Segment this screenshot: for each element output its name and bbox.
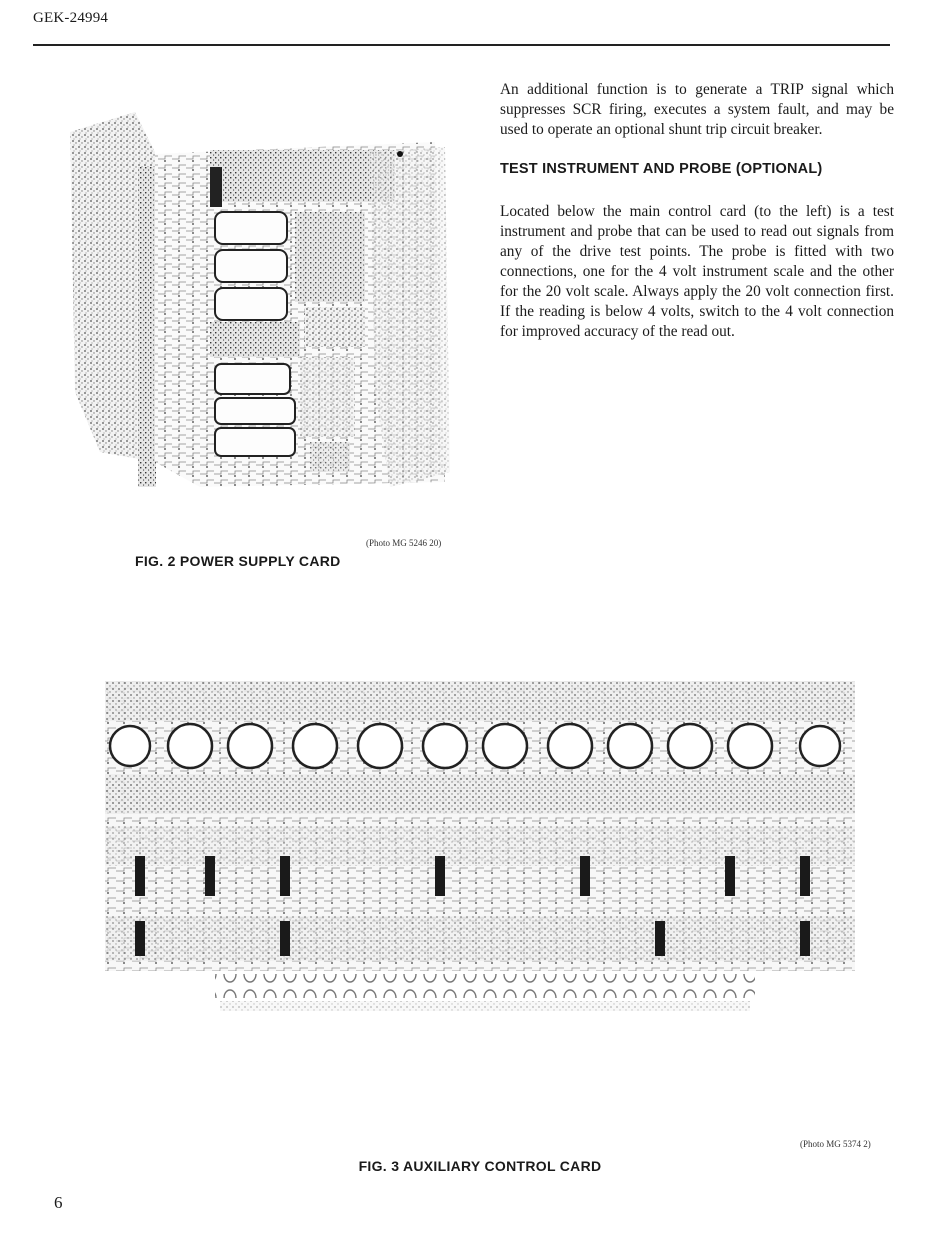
- paragraph-trip-signal: An additional function is to generate a …: [500, 81, 894, 138]
- header-rule: [33, 44, 890, 46]
- paragraph-test-instrument: Located below the main control card (to …: [500, 203, 894, 340]
- auxiliary-control-card-photo: [105, 681, 855, 1011]
- fig2-photo-credit: (Photo MG 5246 20): [366, 538, 442, 548]
- section-heading-test-instrument: TEST INSTRUMENT AND PROBE (OPTIONAL): [500, 161, 823, 177]
- document-id: GEK-24994: [33, 10, 109, 26]
- power-supply-card-photo: [70, 112, 450, 487]
- fig3-photo-credit: (Photo MG 5374 2): [800, 1139, 871, 1149]
- fig3-caption: FIG. 3 AUXILIARY CONTROL CARD: [358, 1158, 602, 1174]
- page-number: 6: [54, 1193, 63, 1212]
- fig2-caption: FIG. 2 POWER SUPPLY CARD: [135, 553, 341, 569]
